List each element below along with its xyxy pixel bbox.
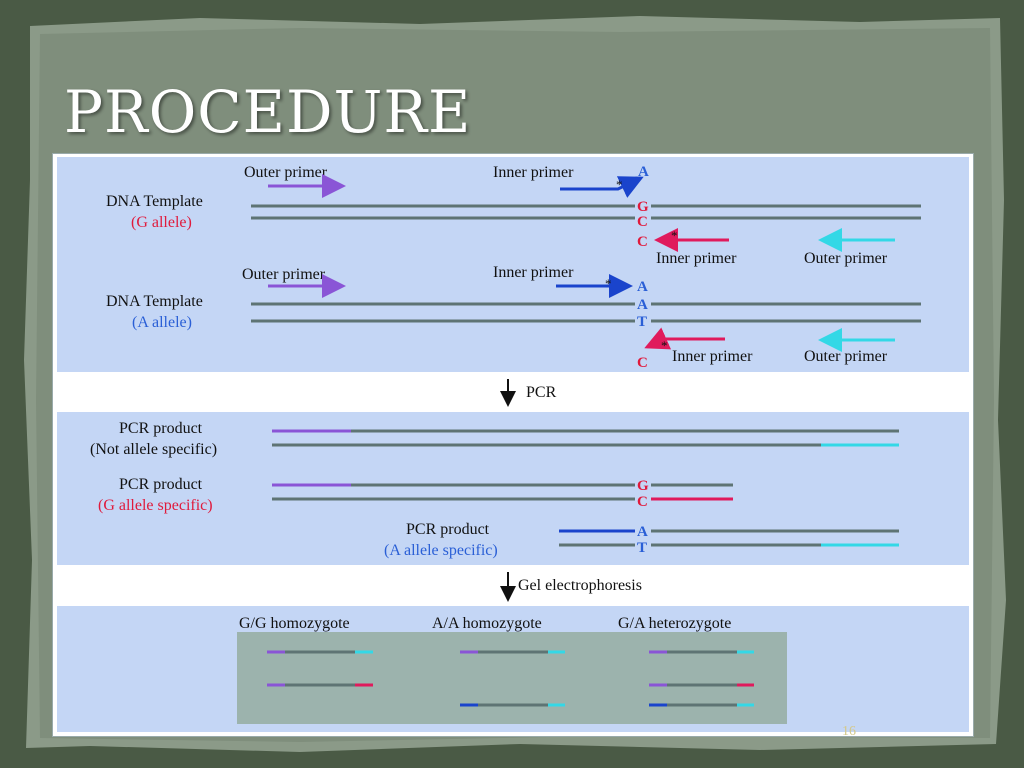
product-sublabel: (G allele specific) <box>98 497 213 514</box>
mismatch-star: * <box>661 338 668 353</box>
inner-primer-rev-label: Inner primer <box>672 348 753 365</box>
inner-primer-label: Inner primer <box>493 264 574 281</box>
template-base-bottom: T <box>637 314 647 330</box>
lane-label: G/A heterozygote <box>618 615 731 632</box>
primer-base: A <box>638 164 649 180</box>
gel <box>237 632 787 724</box>
panel-pcr-products <box>57 412 969 565</box>
product-base: C <box>637 494 648 510</box>
inner-primer-rev-label: Inner primer <box>656 250 737 267</box>
template-base-top: G <box>637 199 649 215</box>
lane-label: G/G homozygote <box>239 615 350 632</box>
lane-label: A/A homozygote <box>432 615 542 632</box>
template-label: DNA Template <box>106 293 203 310</box>
template-label: DNA Template <box>106 193 203 210</box>
product-base: G <box>637 478 649 494</box>
inner-primer-arrow <box>560 176 644 198</box>
step-label: Gel electrophoresis <box>518 577 642 594</box>
outer-primer-label: Outer primer <box>242 266 326 283</box>
mismatch-star: * <box>671 228 678 243</box>
inner-primer-rev-arrow <box>644 327 725 350</box>
reverse-primer-base: C <box>637 355 648 371</box>
panel-templates <box>57 157 969 372</box>
outer-primer-rev-label: Outer primer <box>804 348 888 365</box>
primer-base: A <box>637 279 648 295</box>
allele-label: (A allele) <box>132 314 192 331</box>
product-label: PCR product <box>119 420 203 437</box>
slide-title: PROCEDURE <box>64 78 472 146</box>
template-base-top: A <box>637 297 648 313</box>
product-sublabel: (A allele specific) <box>384 542 498 559</box>
outer-primer-label: Outer primer <box>244 164 328 181</box>
outer-primer-rev-label: Outer primer <box>804 250 888 267</box>
step-label: PCR <box>526 384 557 401</box>
product-base: T <box>637 540 647 556</box>
mismatch-star: * <box>605 276 612 291</box>
page-number: 16 <box>842 724 856 739</box>
product-label: PCR product <box>406 521 490 538</box>
template-base-bottom: C <box>637 214 648 230</box>
mismatch-star: * <box>616 177 623 192</box>
procedure-figure: Outer primer Inner primer * A DNA Templa… <box>52 153 974 737</box>
product-label: PCR product <box>119 476 203 493</box>
reverse-primer-base: C <box>637 234 648 250</box>
product-base: A <box>637 524 648 540</box>
inner-primer-label: Inner primer <box>493 164 574 181</box>
product-sublabel: (Not allele specific) <box>90 441 217 458</box>
allele-label: (G allele) <box>131 214 192 231</box>
